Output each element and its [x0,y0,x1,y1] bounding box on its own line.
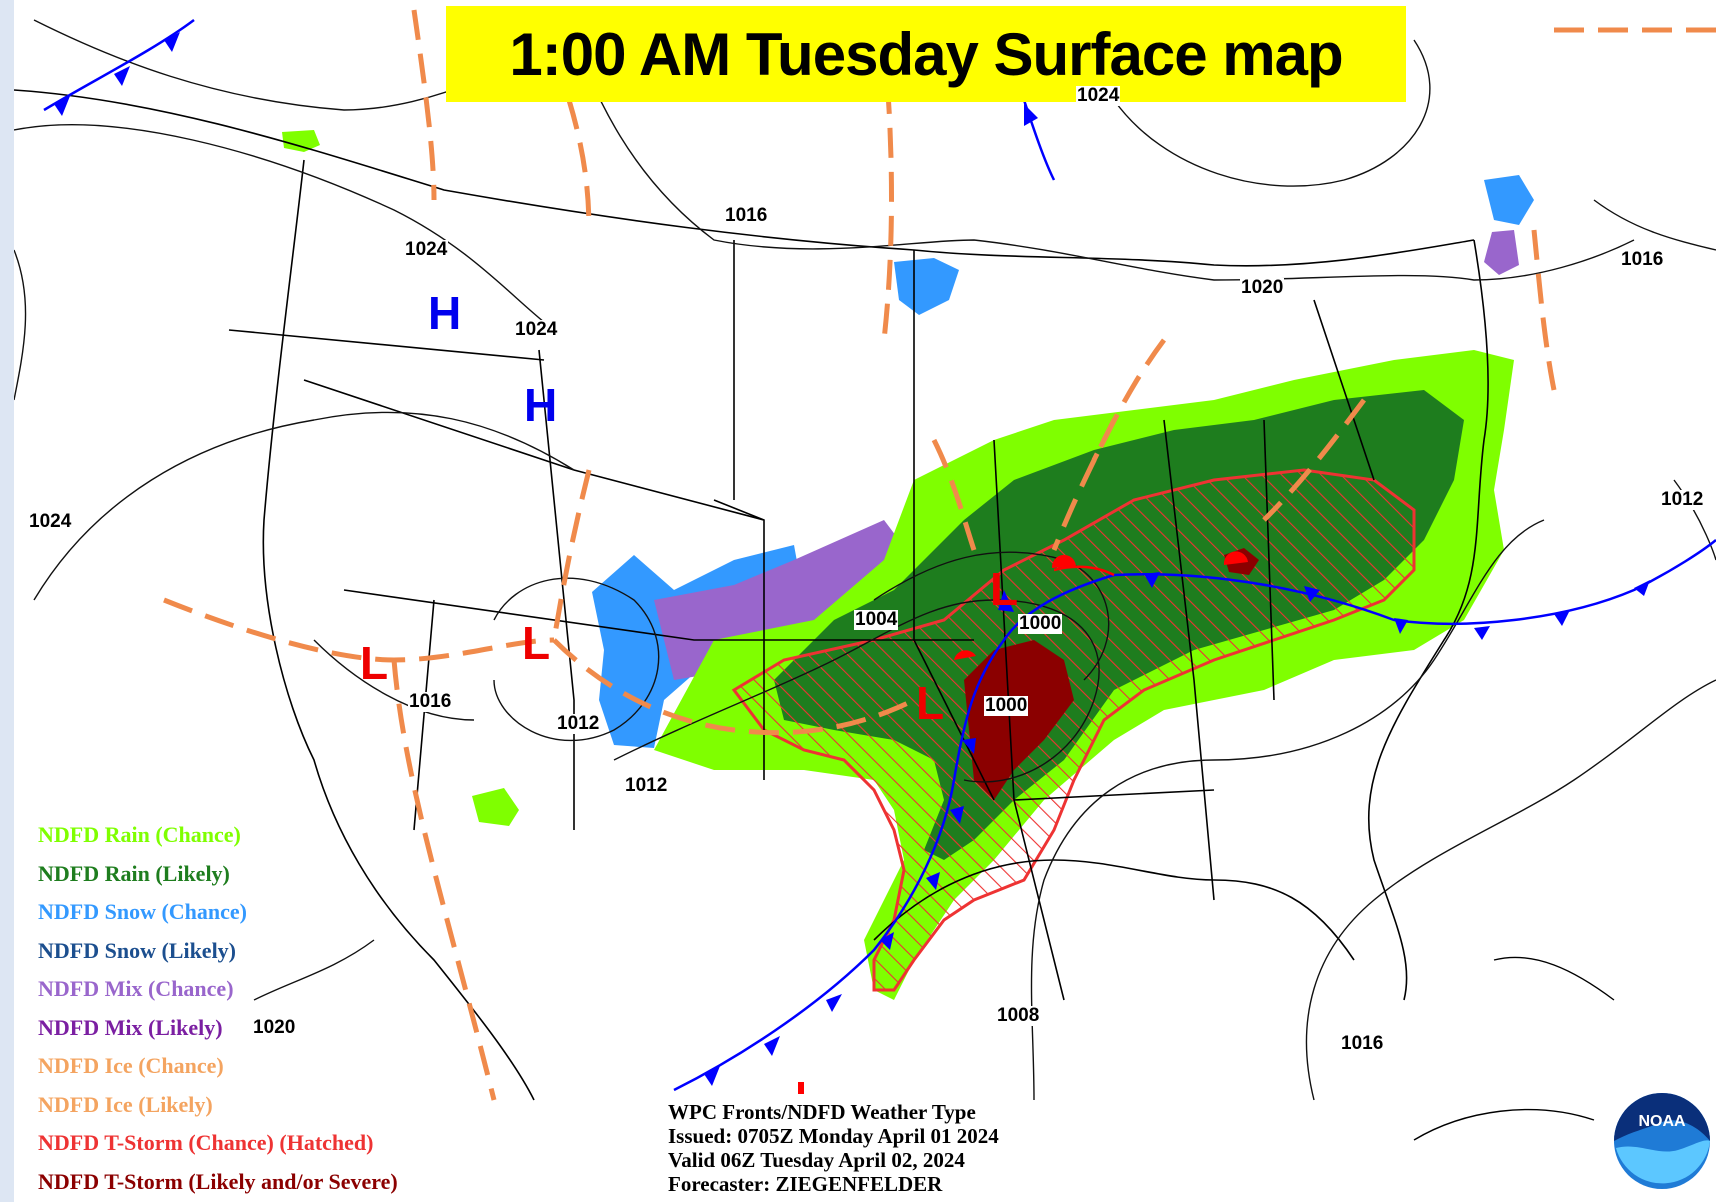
legend-item: NDFD Mix (Likely) [38,1014,223,1040]
trough-northwest [411,9,437,201]
trough-layer [163,9,1716,1101]
issuance-product: WPC Fronts/NDFD Weather Type [668,1100,976,1124]
isobar-label: 1016 [408,691,453,712]
legend-item: NDFD Mix (Chance) [38,976,234,1001]
noaa-logo-text: NOAA [1638,1113,1686,1130]
isobar-label: 1024 [404,239,449,260]
isobar-label: 1020 [1240,277,1285,298]
isobar-layer [14,9,1716,1101]
warm-front-layer [798,551,1248,1094]
isobar-label: 1024 [28,511,73,532]
low-pressure-center: L [360,637,389,689]
cold-front-layer [43,18,1716,1092]
geography-layer [14,89,1489,1101]
mix-chance-area-maine [1484,230,1519,275]
isobar-label: 1024 [1076,85,1121,106]
precip-legend: NDFD Rain (Chance) NDFD Rain (Likely) ND… [38,816,498,1201]
isobar-label: 1012 [556,713,601,734]
rain-chance-area-north [282,130,320,152]
isobar-label: 1016 [1620,249,1665,270]
snow-chance-area-maine [1484,175,1534,225]
trough-plains [552,638,916,736]
high-pressure-center: H [428,287,462,339]
trough-west-coast [163,597,555,663]
rain-chance-area-mountains [472,788,519,826]
isobar-label: 1016 [724,205,769,226]
trough-ohio [1091,338,1167,462]
legend-item: NDFD T-Storm (Likely and/or Severe) [38,1168,398,1194]
legend-item: NDFD Snow (Likely) [38,937,237,963]
trough-central [551,469,592,641]
isobar-label: 1000 [1018,613,1063,634]
trough-vertical-west [391,659,497,1101]
trough-northeast [1531,229,1557,391]
tstorm-likely-area [964,640,1074,800]
isobar-label: 1004 [854,609,899,630]
isobar-label: 1024 [514,319,559,340]
legend-item: NDFD Ice (Likely) [38,1091,213,1117]
caribbean-outline [1413,956,1615,1141]
low-pressure-center: L [522,617,551,669]
precip-layer [282,130,1534,1000]
issuance-issued: Issued: 0705Z Monday April 01 2024 [668,1124,999,1148]
issuance-valid: Valid 06Z Tuesday April 02, 2024 [668,1148,965,1172]
trough-kansas [931,438,977,551]
trough-north-plains [881,39,894,341]
issuance-forecaster: Forecaster: ZIEGENFELDER [668,1172,943,1196]
legend-item: NDFD T-Storm (Chance) (Hatched) [38,1130,374,1155]
trough-appalachia [1262,398,1366,522]
tstorm-chance-area-main [731,468,1416,992]
surface-map: 1:00 AM Tuesday Surface map 1016 1024 10… [14,0,1716,1202]
high-pressure-center: H [524,379,558,431]
isobar-label: 1000 [984,695,1029,716]
map-canvas [14,9,1716,1141]
low-pressure-center: L [916,677,945,729]
issuance-info: WPC Fronts/NDFD Weather Type Issued: 070… [668,1100,999,1196]
isobar-label: 1012 [1660,489,1705,510]
cold-front-pacific [43,18,195,112]
trough-rockies [566,99,592,231]
map-title: 1:00 AM Tuesday Surface map [446,6,1406,102]
cold-front-south [673,539,1716,1092]
isobar-label: 1012 [624,775,669,796]
low-pressure-center: L [990,563,1019,615]
legend-item: NDFD Rain (Chance) [38,822,241,847]
isobar-label: 1008 [996,1005,1041,1026]
noaa-logo: NOAA [1610,1089,1714,1193]
isobar-label: 1020 [252,1017,297,1038]
legend-item: NDFD Rain (Likely) [38,860,230,886]
snow-chance-area-great-lakes [894,258,959,315]
legend-item: NDFD Ice (Chance) [38,1053,224,1078]
legend-item: NDFD Snow (Chance) [38,899,247,924]
isobar-label: 1016 [1340,1033,1385,1054]
